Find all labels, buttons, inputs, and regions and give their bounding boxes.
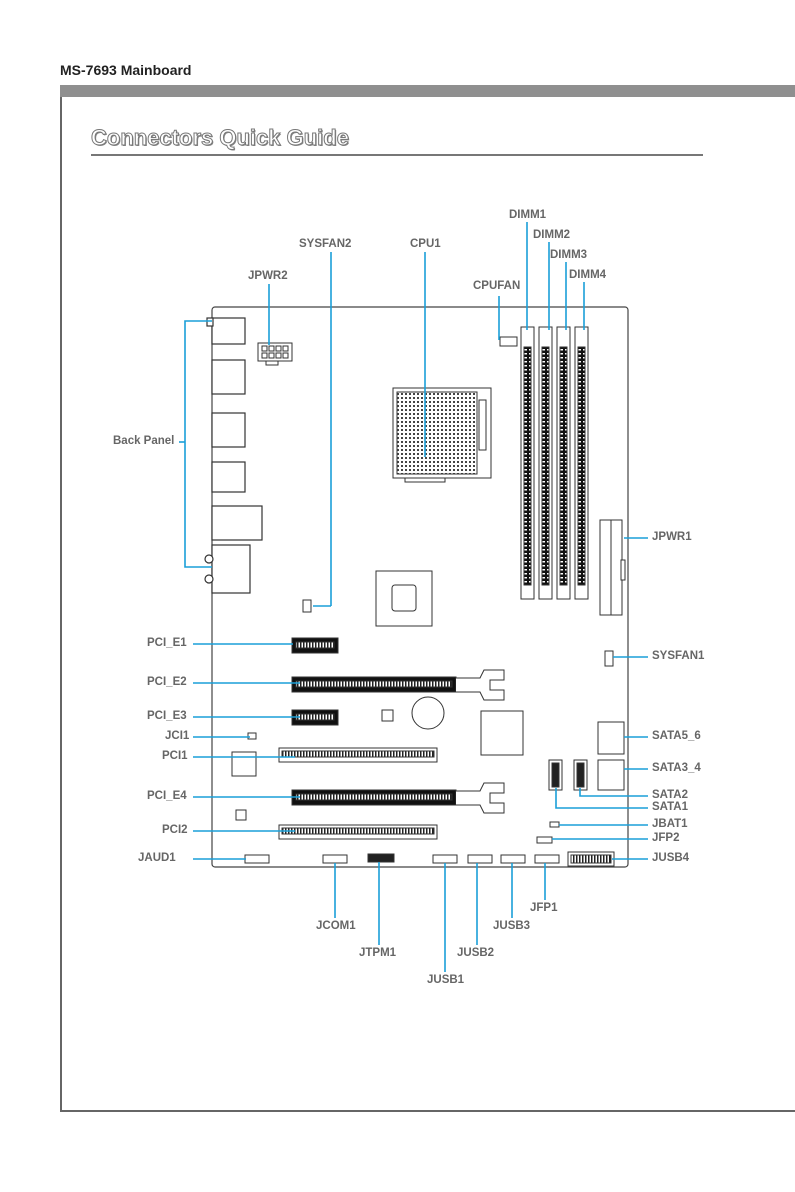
label-jfp1: JFP1: [530, 902, 558, 914]
label-cpufan: CPUFAN: [473, 280, 520, 292]
label-jtpm1: JTPM1: [359, 947, 396, 959]
label-dimm3: DIMM3: [550, 249, 587, 261]
label-jusb1: JUSB1: [427, 974, 464, 986]
label-jusb4: JUSB4: [652, 852, 689, 864]
label-pci2: PCI2: [162, 824, 188, 836]
label-jpwr2: JPWR2: [248, 270, 288, 282]
cpu-socket: [393, 388, 491, 482]
jci1-header: [248, 733, 256, 739]
label-back-panel: Back Panel: [113, 435, 174, 447]
label-cpu1: CPU1: [410, 238, 441, 250]
label-pci-e4: PCI_E4: [147, 790, 187, 802]
jfp2-header: [537, 837, 552, 843]
sysfan1-header: [605, 651, 613, 666]
label-pci1: PCI1: [162, 750, 188, 762]
label-sata2: SATA2: [652, 789, 688, 801]
label-sata5-6: SATA5_6: [652, 730, 701, 742]
sysfan2-header: [303, 600, 311, 612]
label-jusb2: JUSB2: [457, 947, 494, 959]
label-jusb3: JUSB3: [493, 920, 530, 932]
label-sysfan2: SYSFAN2: [299, 238, 351, 250]
label-jcom1: JCOM1: [316, 920, 356, 932]
label-sata1: SATA1: [652, 801, 688, 813]
label-sysfan1: SYSFAN1: [652, 650, 704, 662]
cpufan-header: [500, 337, 517, 346]
label-pci-e3: PCI_E3: [147, 710, 187, 722]
label-jpwr1: JPWR1: [652, 531, 692, 543]
label-dimm4: DIMM4: [569, 269, 606, 281]
label-jci1: JCI1: [165, 730, 189, 742]
label-jaud1: JAUD1: [138, 852, 176, 864]
jpwr1-connector: [600, 520, 625, 615]
label-dimm1: DIMM1: [509, 209, 546, 221]
label-dimm2: DIMM2: [533, 229, 570, 241]
jbat1-header: [550, 822, 559, 827]
label-jfp2: JFP2: [652, 832, 680, 844]
label-sata3-4: SATA3_4: [652, 762, 701, 774]
label-jbat1: JBAT1: [652, 818, 688, 830]
label-pci-e1: PCI_E1: [147, 637, 187, 649]
label-pci-e2: PCI_E2: [147, 676, 187, 688]
